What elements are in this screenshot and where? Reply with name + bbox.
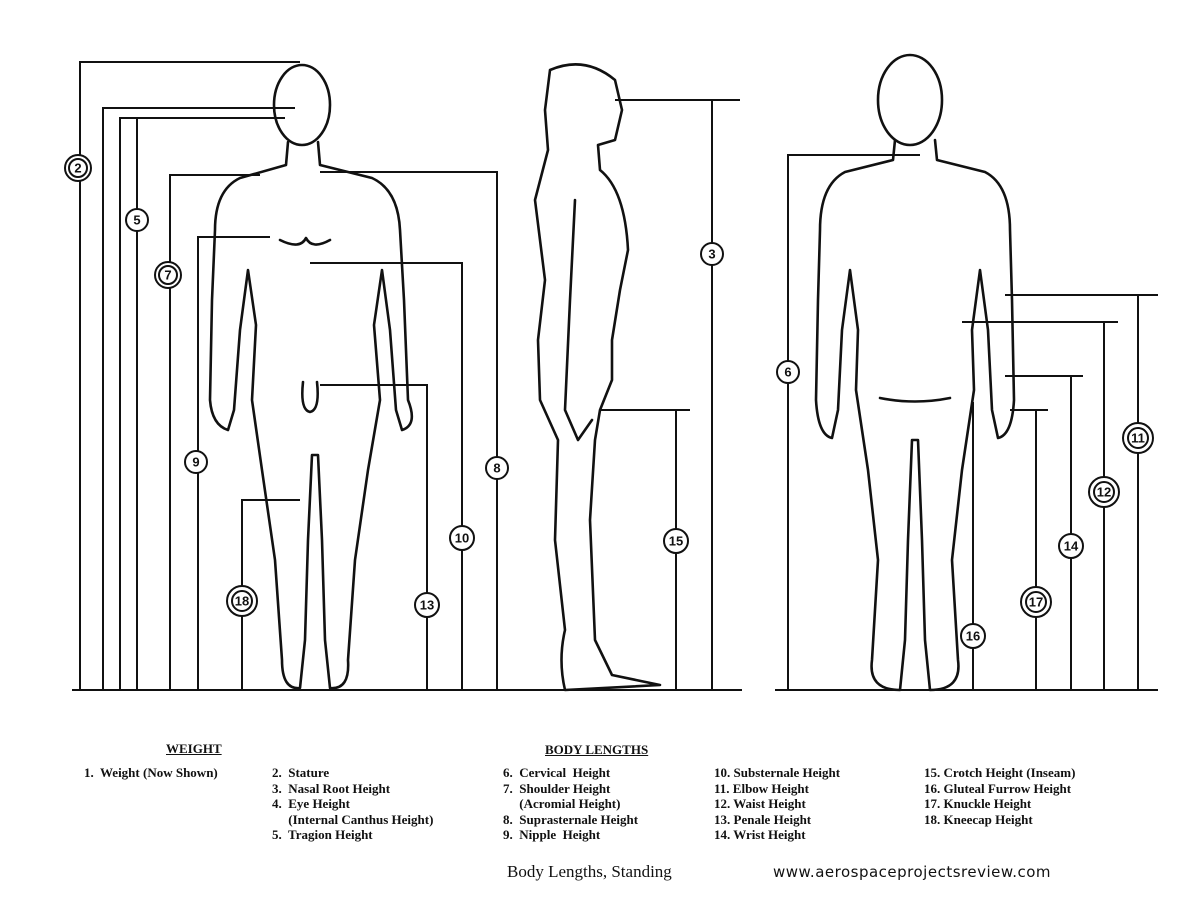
svg-text:7: 7 — [164, 268, 171, 283]
svg-text:8: 8 — [493, 461, 500, 476]
marker-15: 15 — [663, 528, 689, 554]
marker-16: 16 — [960, 623, 986, 649]
legend-item: 11. Elbow Height — [714, 780, 809, 796]
legend-item: 14. Wrist Height — [714, 827, 806, 842]
svg-text:3: 3 — [708, 247, 715, 262]
marker-13: 13 — [414, 592, 440, 618]
marker-11: 11 — [1122, 422, 1154, 454]
svg-text:11: 11 — [1131, 431, 1145, 446]
legend-item: 17. Knuckle Height — [924, 796, 1032, 811]
marker-2: 2 — [64, 154, 92, 182]
marker-7: 7 — [154, 261, 182, 289]
legend-item: 3. Nasal Root Height — [272, 780, 391, 796]
svg-text:10: 10 — [455, 531, 469, 546]
svg-text:13: 13 — [420, 598, 434, 613]
legend-item: (Acromial Height) — [503, 796, 621, 811]
marker-8: 8 — [485, 456, 509, 480]
marker-5: 5 — [125, 208, 149, 232]
svg-text:18: 18 — [235, 594, 249, 609]
legend-item: 4. Eye Height — [272, 796, 350, 811]
legend-item: (Internal Canthus Height) — [272, 811, 434, 827]
legend-item: 5. Tragion Height — [272, 827, 373, 842]
legend-item: 13. Penale Height — [714, 811, 812, 827]
marker-17: 17 — [1020, 586, 1052, 618]
front-view-figure — [208, 63, 414, 690]
weight-heading: WEIGHT — [166, 741, 222, 756]
svg-text:15: 15 — [669, 534, 683, 549]
svg-text:6: 6 — [784, 365, 791, 380]
svg-text:12: 12 — [1097, 485, 1111, 500]
back-view-figure — [814, 53, 1016, 692]
legend-item: 9. Nipple Height — [503, 827, 601, 842]
svg-text:14: 14 — [1064, 539, 1079, 554]
legend-item: 10. Substernale Height — [714, 765, 841, 780]
legend-item: 8. Suprasternale Height — [503, 811, 639, 827]
legend-item: 6. Cervical Height — [503, 765, 611, 780]
watermark-url: www.aerospaceprojectsreview.com — [773, 863, 1052, 881]
legend-item: 7. Shoulder Height — [503, 780, 611, 796]
marker-12: 12 — [1088, 476, 1120, 508]
legend-item: 2. Stature — [272, 765, 330, 780]
legend-item: 12. Waist Height — [714, 796, 806, 811]
legend-column-1: 1. Weight (Now Shown) — [84, 765, 218, 781]
marker-3: 3 — [700, 242, 724, 266]
svg-text:9: 9 — [192, 455, 199, 470]
marker-18: 18 — [226, 585, 258, 617]
legend-item: 15. Crotch Height (Inseam) — [924, 765, 1076, 780]
svg-text:17: 17 — [1029, 595, 1043, 610]
marker-14: 14 — [1058, 533, 1084, 559]
marker-6: 6 — [776, 360, 800, 384]
legend-item: 1. Weight (Now Shown) — [84, 765, 218, 780]
marker-9: 9 — [184, 450, 208, 474]
legend-column-5: 15. Crotch Height (Inseam)16. Gluteal Fu… — [924, 765, 1075, 827]
svg-text:5: 5 — [133, 213, 140, 228]
body-lengths-diagram: 2 5 7 9 8 10 13 18 3 15 6 11 12 14 17 16 — [64, 53, 1158, 692]
marker-10: 10 — [449, 525, 475, 551]
svg-text:16: 16 — [966, 629, 980, 644]
svg-text:2: 2 — [74, 161, 81, 176]
side-view-figure — [533, 63, 662, 692]
body-lengths-heading: BODY LENGTHS — [545, 742, 649, 757]
figure-caption: Body Lengths, Standing — [507, 862, 672, 881]
legend-item: 16. Gluteal Furrow Height — [924, 780, 1072, 796]
legend-item: 18. Kneecap Height — [924, 811, 1033, 827]
